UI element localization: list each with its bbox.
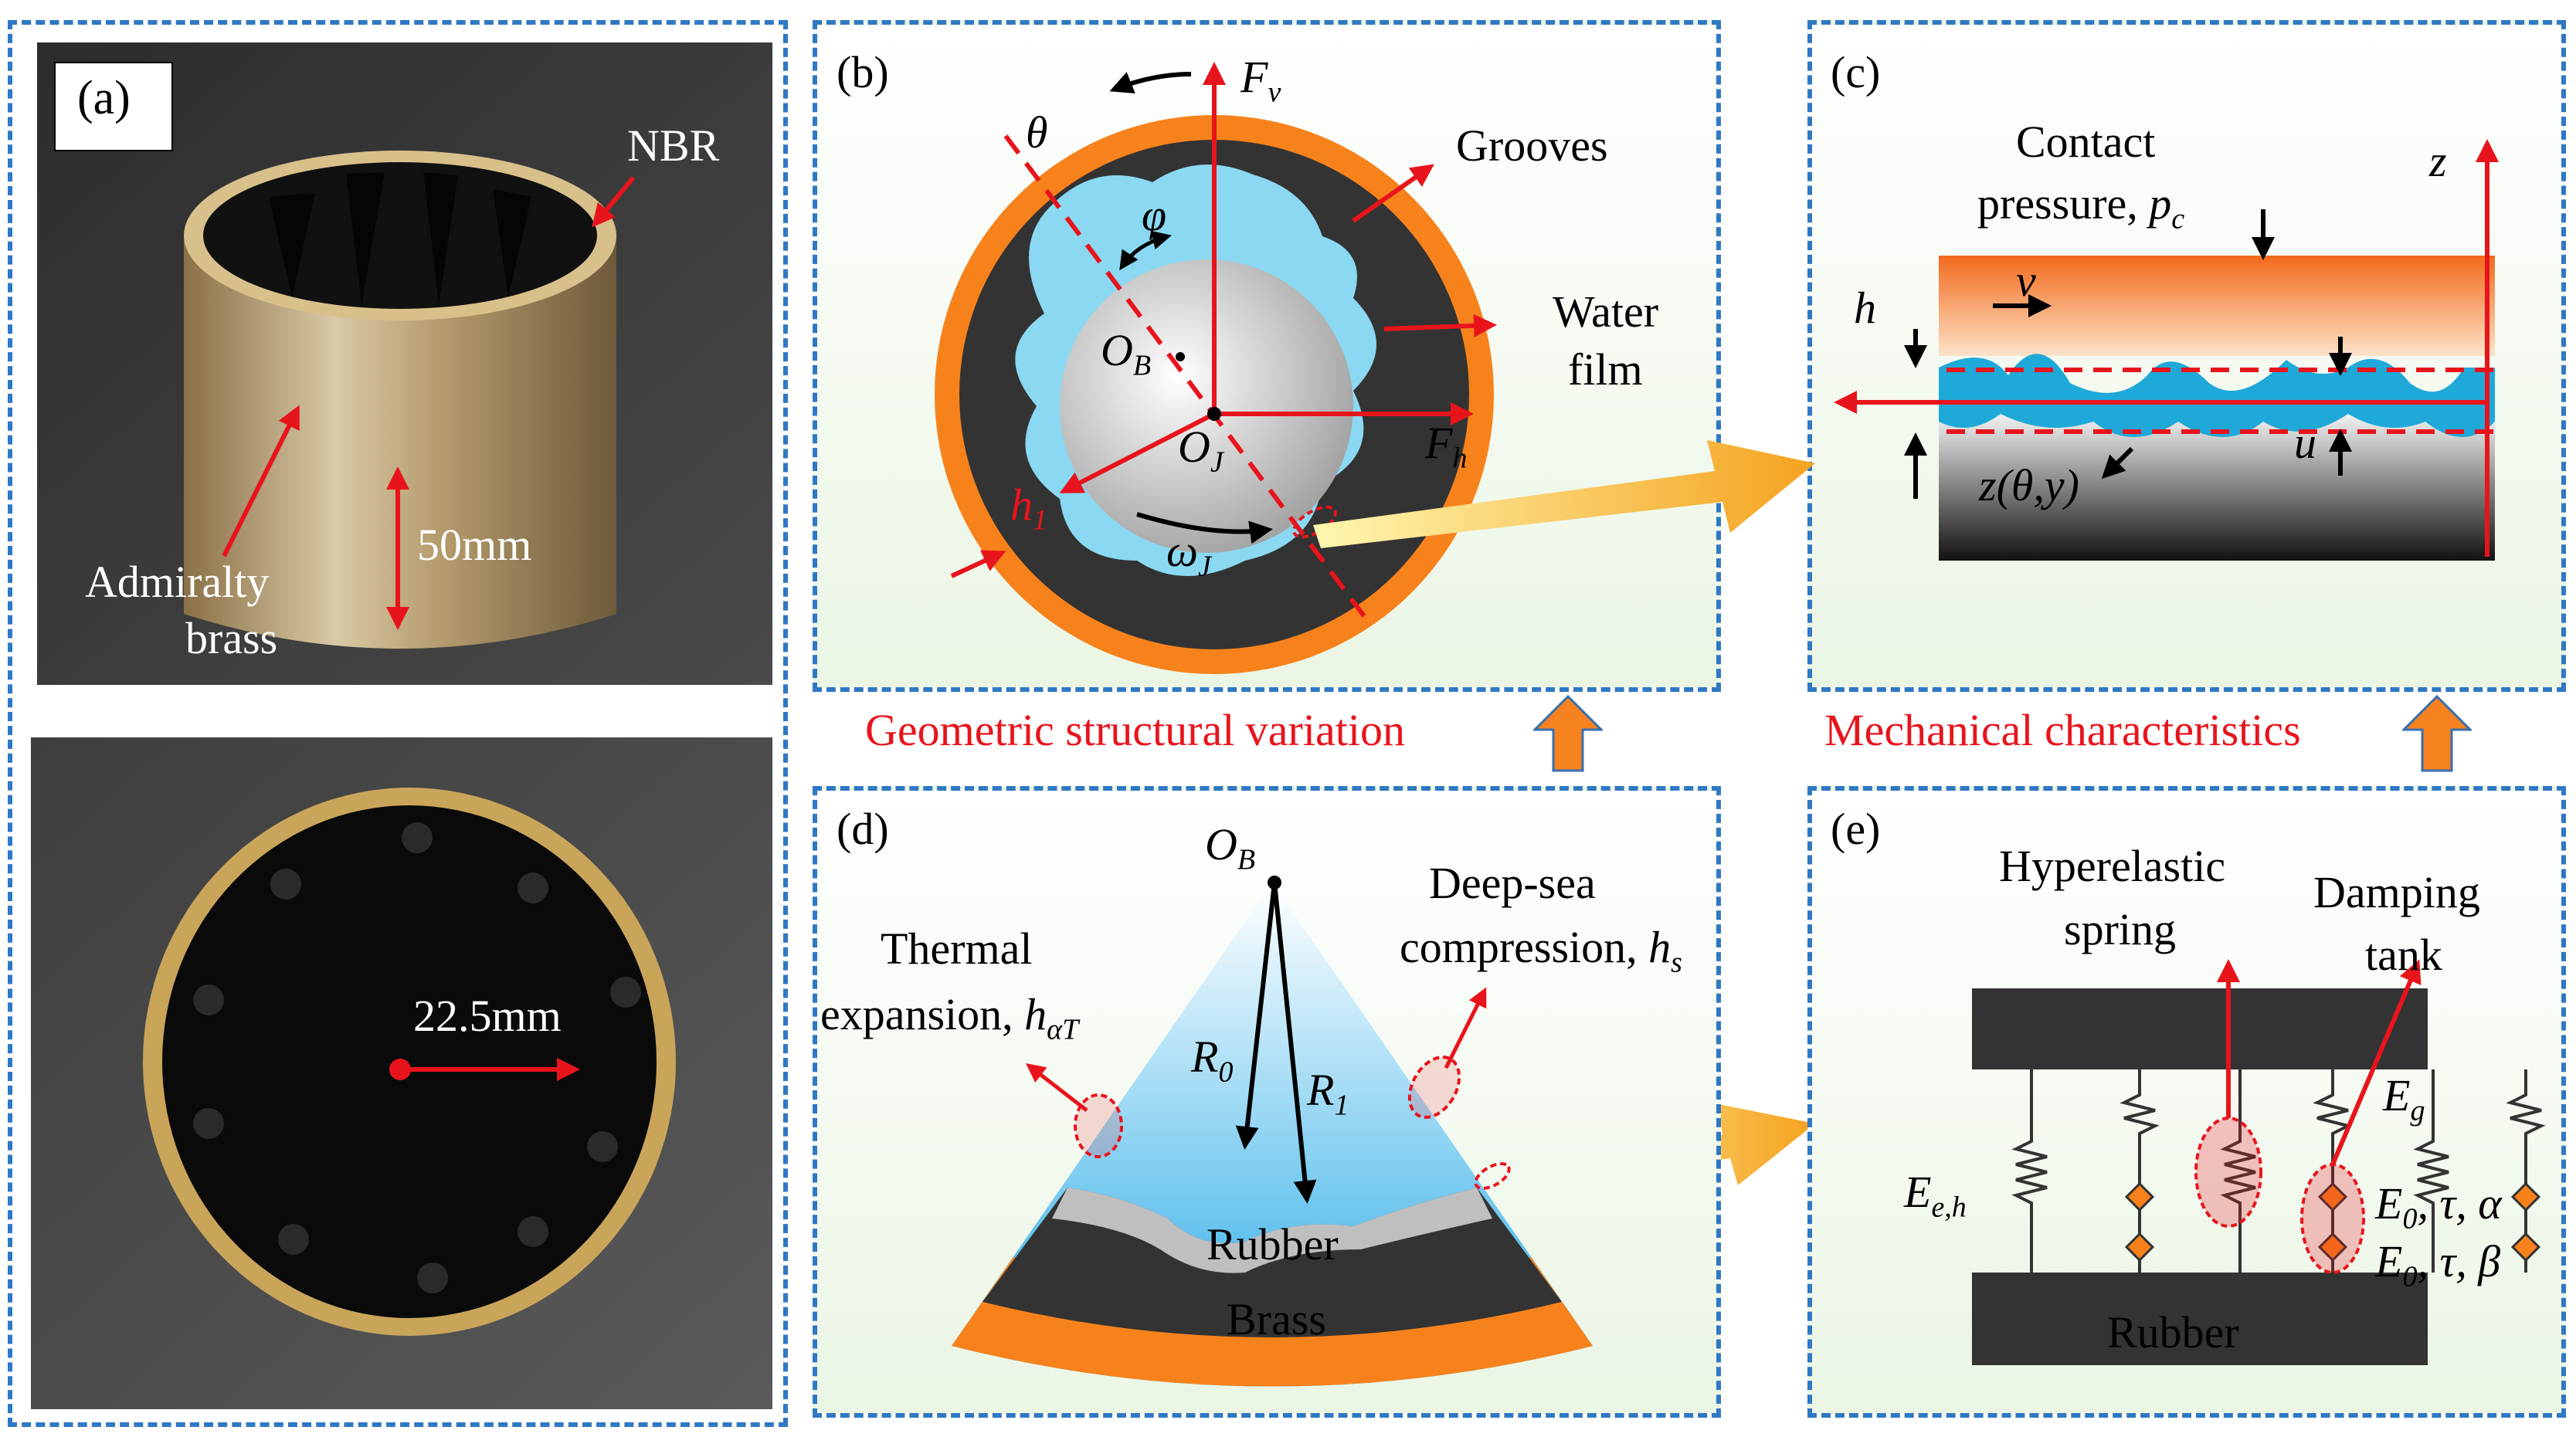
pc-symbol: p: [2149, 178, 2172, 229]
e0a-symbol: E: [2375, 1178, 2403, 1229]
hyperelastic-line2: spring: [2064, 904, 2176, 954]
e0-beta-label: E0, τ, β: [2375, 1235, 2500, 1294]
z-function-label: z(θ,y): [1979, 460, 2079, 510]
rubber-label-e: Rubber: [2107, 1307, 2239, 1357]
panel-b-label: (b): [837, 47, 889, 97]
brass-label-d: Brass: [1227, 1294, 1326, 1344]
omega-symbol: ω: [1166, 526, 1198, 576]
hat-symbol: h: [1024, 989, 1047, 1039]
force-v-symbol: F: [1240, 52, 1268, 102]
h1-sub: 1: [1033, 503, 1047, 537]
r0-label: R0: [1191, 1031, 1233, 1090]
up-arrow-geometric: [1533, 695, 1603, 772]
deep-sea-line2-text: compression,: [1400, 922, 1649, 972]
force-v-sub: v: [1268, 76, 1281, 109]
hat-sub: αT: [1047, 1013, 1079, 1046]
h1-symbol: h: [1010, 480, 1033, 530]
z-axis-label: z: [2429, 136, 2447, 186]
ob-d-symbol: O: [1205, 819, 1237, 869]
material-label-line1: Admiralty: [85, 557, 270, 607]
contact-line1: Contact: [2016, 117, 2156, 167]
panel-a-annotations: [222, 176, 636, 1081]
ob-d-sub: B: [1237, 843, 1256, 876]
panel-a-frame: [8, 20, 788, 1427]
panel-c-label: (c): [1831, 47, 1881, 97]
h-label: h: [1854, 283, 1876, 333]
u-label: u: [2294, 418, 2316, 468]
spring-damper-model: [1972, 959, 2546, 1365]
material-label-line2: brass: [185, 613, 278, 663]
eeh-symbol: E: [1904, 1167, 1932, 1217]
oj-sub: J: [1210, 446, 1224, 479]
hyperelastic-line1: Hyperelastic: [1999, 841, 2226, 891]
e0-alpha-label: E0, τ, α: [2375, 1178, 2502, 1236]
damping-line1: Damping: [2313, 867, 2480, 917]
pc-sub: c: [2171, 202, 2185, 236]
theta-label: θ: [1026, 107, 1048, 158]
thermal-line2: expansion, hαT: [820, 988, 1078, 1047]
contact-line2: pressure, pc: [1977, 178, 2184, 236]
r0-symbol: R: [1191, 1032, 1219, 1082]
force-v-label: Fv: [1240, 51, 1281, 110]
omega-label: ωJ: [1166, 525, 1211, 584]
length-label: 50mm: [417, 520, 532, 570]
h1-label: h1: [1010, 479, 1047, 537]
contact-diagram: [1834, 139, 2499, 561]
ob-label-d: OB: [1205, 818, 1255, 877]
e0b-rest: , τ, β: [2417, 1236, 2501, 1286]
r1-sub: 1: [1334, 1089, 1349, 1122]
ob-symbol: O: [1101, 325, 1133, 375]
force-h-symbol: F: [1425, 418, 1453, 468]
hs-symbol: h: [1648, 922, 1672, 972]
transfer-arrow-b-to-c: [1313, 440, 1815, 548]
panel-e-label: (e): [1831, 804, 1881, 854]
r1-symbol: R: [1307, 1065, 1335, 1115]
oj-symbol: O: [1178, 422, 1210, 472]
thermal-line1: Thermal: [881, 924, 1033, 974]
e0a-rest: , τ, α: [2417, 1178, 2502, 1229]
panel-a-label-box: [54, 62, 173, 151]
e0a-sub: 0: [2402, 1202, 2418, 1235]
v-label: v: [2016, 256, 2036, 306]
panel-a-label: (a): [77, 72, 131, 124]
sector-diagram: [952, 876, 1593, 1387]
grooves-label: Grooves: [1456, 120, 1608, 171]
water-film-line2: film: [1568, 344, 1643, 395]
nbr-label: NBR: [627, 120, 720, 171]
caption-geometric: Geometric structural variation: [865, 705, 1405, 755]
e0b-sub: 0: [2402, 1260, 2418, 1293]
force-h-sub: h: [1452, 442, 1468, 475]
damping-line2: tank: [2365, 930, 2442, 980]
eeh-label: Ee,h: [1904, 1166, 1967, 1225]
radius-label: 22.5mm: [413, 991, 562, 1041]
deep-sea-line1: Deep-sea: [1429, 858, 1596, 908]
eg-sub: g: [2410, 1094, 2425, 1127]
rubber-label-d: Rubber: [1207, 1219, 1339, 1269]
ob-sub: B: [1132, 349, 1152, 382]
contact-line2-text: pressure,: [1977, 178, 2150, 229]
deep-sea-line2: compression, hs: [1400, 921, 1682, 980]
eeh-sub: e,h: [1931, 1191, 1967, 1224]
eg-label: Eg: [2383, 1069, 2425, 1128]
up-arrow-mechanical: [2402, 695, 2472, 772]
phi-label: φ: [1142, 190, 1167, 240]
center-journal-label: OJ: [1178, 421, 1224, 480]
water-film-line1: Water: [1553, 286, 1659, 337]
r0-sub: 0: [1218, 1056, 1234, 1089]
caption-mechanical: Mechanical characteristics: [1824, 705, 2301, 755]
eg-symbol: E: [2383, 1070, 2411, 1120]
r1-label: R1: [1307, 1064, 1349, 1123]
hs-sub: s: [1671, 946, 1682, 979]
e0b-symbol: E: [2375, 1236, 2403, 1286]
panel-d-label: (d): [837, 804, 889, 854]
omega-sub: J: [1197, 550, 1211, 583]
center-bearing-label: OB: [1101, 324, 1151, 383]
force-h-label: Fh: [1425, 417, 1467, 476]
thermal-line2-text: expansion,: [820, 989, 1025, 1039]
